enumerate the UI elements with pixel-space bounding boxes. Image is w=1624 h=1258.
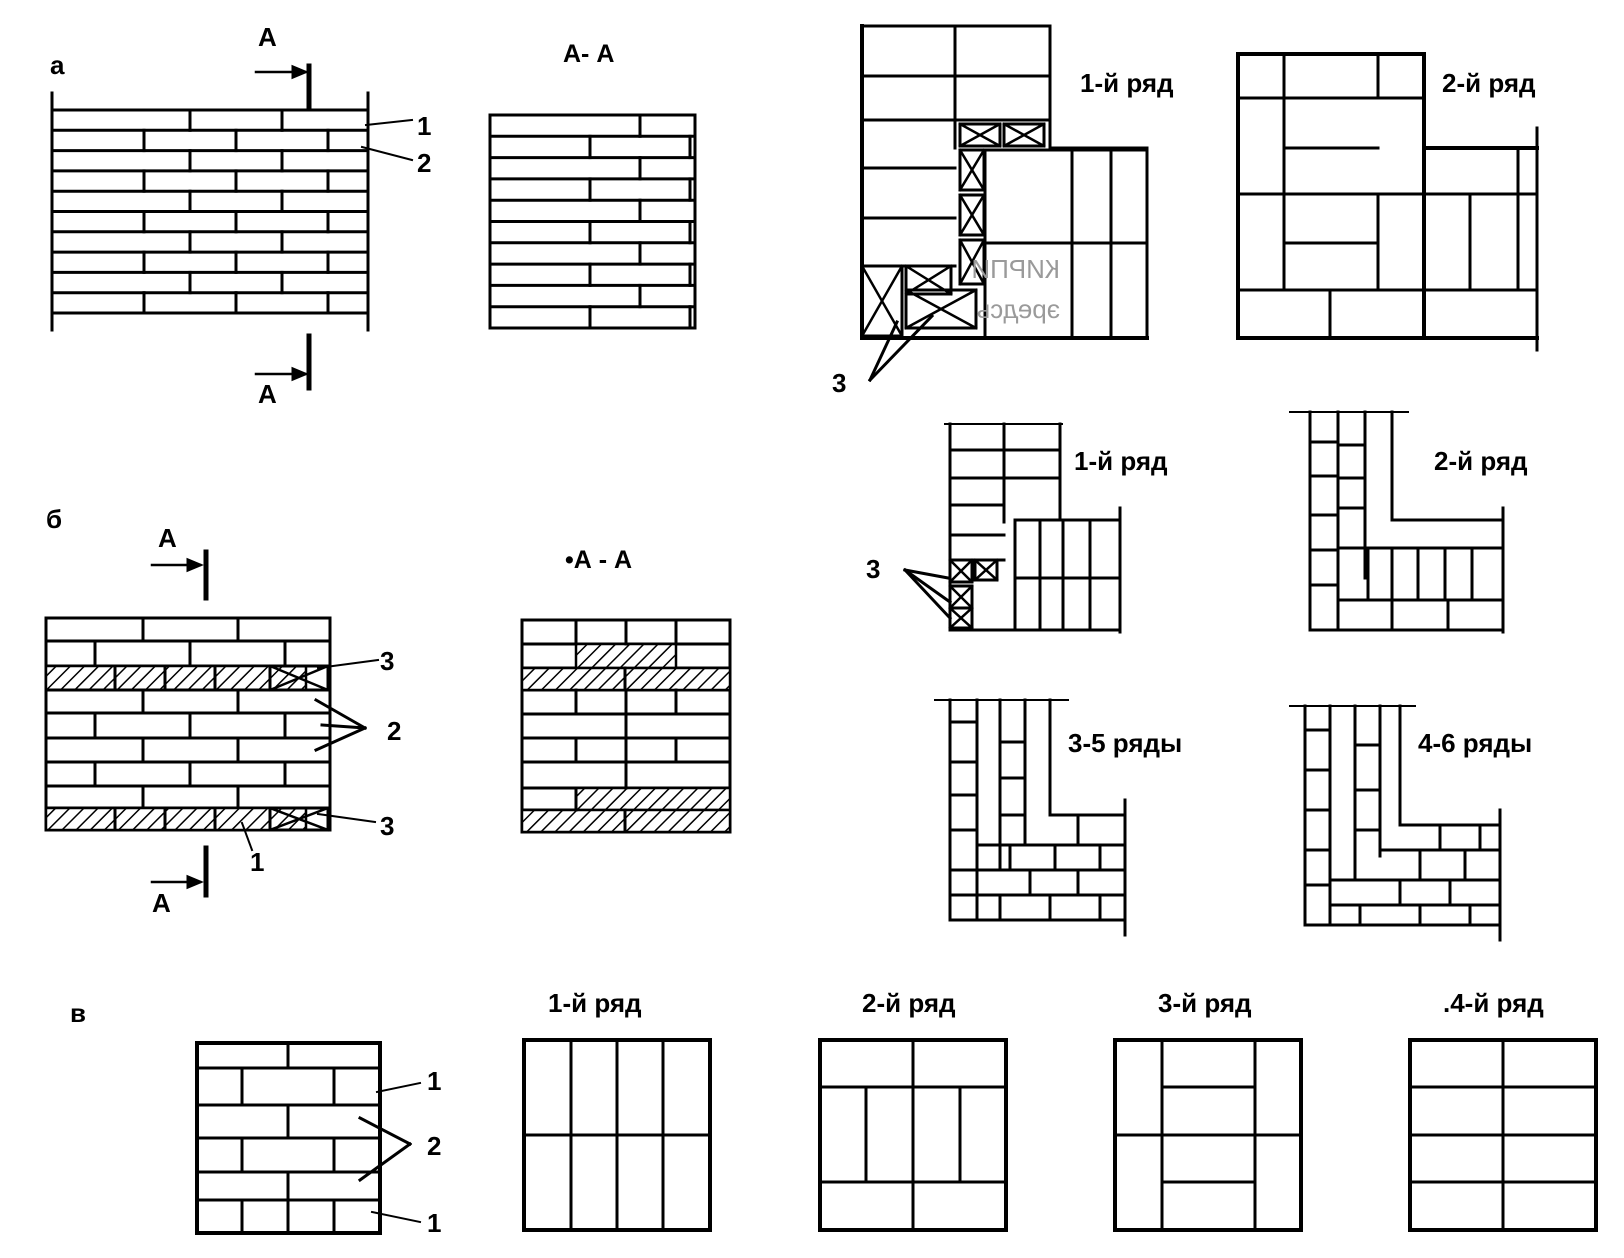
leader-3-b <box>316 812 377 824</box>
crossed-brick <box>958 148 986 192</box>
row2-caption-bottom: 2-й ряд <box>862 988 956 1018</box>
leader-2-b <box>313 697 368 752</box>
section-label-a: а <box>50 50 65 80</box>
leader-1-v <box>370 1210 422 1224</box>
callout-2-a: 2 <box>417 148 431 178</box>
section-view-title-b: •А - А <box>565 546 632 574</box>
section-b-band <box>574 642 678 670</box>
section-b-band <box>574 786 732 812</box>
leader-3-b <box>316 658 380 670</box>
cross-diagonal <box>958 238 986 286</box>
cut-letter-b-bottom: А <box>152 888 171 918</box>
callout-3-b-top: 3 <box>380 646 394 676</box>
line-work <box>44 24 1598 1235</box>
arrow-head <box>186 557 204 573</box>
cross-diagonal <box>904 288 978 330</box>
crossed-brick <box>904 264 953 296</box>
arrow-head <box>291 366 309 382</box>
row1-caption-top: 1-й ряд <box>1080 68 1174 98</box>
cut-letter-b-top: А <box>158 523 177 553</box>
section-label-b: б <box>46 504 62 534</box>
leader-1-a <box>364 118 414 127</box>
leader-2-v <box>357 1115 413 1183</box>
section-view-title-a: А- А <box>563 40 614 68</box>
rows-4-6-caption: 4-6 ряды <box>1418 728 1532 758</box>
cross-diagonal <box>860 264 904 338</box>
cross-diagonal <box>958 148 986 192</box>
callout-2-b: 2 <box>387 716 401 746</box>
cross-diagonal <box>973 558 999 582</box>
leader-3-top <box>868 320 899 382</box>
callout-1-a: 1 <box>417 111 431 141</box>
row4-caption-bottom: .4-й ряд <box>1443 988 1544 1018</box>
crossed-brick <box>948 558 974 584</box>
callout-2-v: 2 <box>427 1131 441 1161</box>
crossed-brick <box>958 122 1002 148</box>
row1-caption-bottom: 1-й ряд <box>548 988 642 1018</box>
callout-3-b-bottom: 3 <box>380 811 394 841</box>
callout-3-corner-middle: 3 <box>866 554 880 584</box>
row1-caption-middle: 1-й ряд <box>1074 446 1168 476</box>
callout-1-v-bottom: 1 <box>427 1208 441 1238</box>
crossed-brick <box>904 288 978 330</box>
cross-diagonal <box>948 606 974 630</box>
rows-3-5-caption: 3-5 ряды <box>1068 728 1182 758</box>
crossed-brick <box>958 193 986 237</box>
row2-caption-middle: 2-й ряд <box>1434 446 1528 476</box>
crossed-brick <box>958 238 986 286</box>
crossed-brick <box>1002 122 1046 148</box>
cross-diagonal <box>958 122 1002 148</box>
reinforcement-band <box>44 806 308 832</box>
cut-letter-a-top: А <box>258 22 277 52</box>
cross-diagonal <box>268 806 330 832</box>
reinforcement-band <box>44 664 308 692</box>
cross-diagonal <box>1002 122 1046 148</box>
leader-3-mid <box>902 567 953 605</box>
row3-caption-bottom: 3-й ряд <box>1158 988 1252 1018</box>
section-label-v: в <box>70 998 86 1028</box>
cross-diagonal <box>948 584 974 610</box>
stamp-line-1: КИРПИ <box>971 254 1060 284</box>
leader-2-a <box>360 145 414 162</box>
arrow-head <box>186 874 204 890</box>
row2-caption-top: 2-й ряд <box>1442 68 1536 98</box>
leader-1-v <box>375 1081 422 1094</box>
leader-3-mid <box>902 567 953 621</box>
cut-letter-a-bottom: А <box>258 379 277 409</box>
cross-diagonal <box>948 558 974 584</box>
leader-1-b <box>240 821 254 852</box>
leader-3-top <box>867 313 935 383</box>
crossed-mesh <box>268 806 330 832</box>
cross-diagonal <box>958 193 986 237</box>
leader-3-mid <box>903 568 950 580</box>
crossed-brick <box>973 558 999 582</box>
cross-diagonal <box>268 664 330 692</box>
crossed-brick <box>860 264 904 338</box>
stamp-line-2: эредсь <box>977 294 1060 324</box>
callout-1-b: 1 <box>250 847 264 877</box>
callout-3-corner-top: 3 <box>832 368 846 398</box>
callout-1-v-top: 1 <box>427 1066 441 1096</box>
arrow-head <box>291 64 309 80</box>
